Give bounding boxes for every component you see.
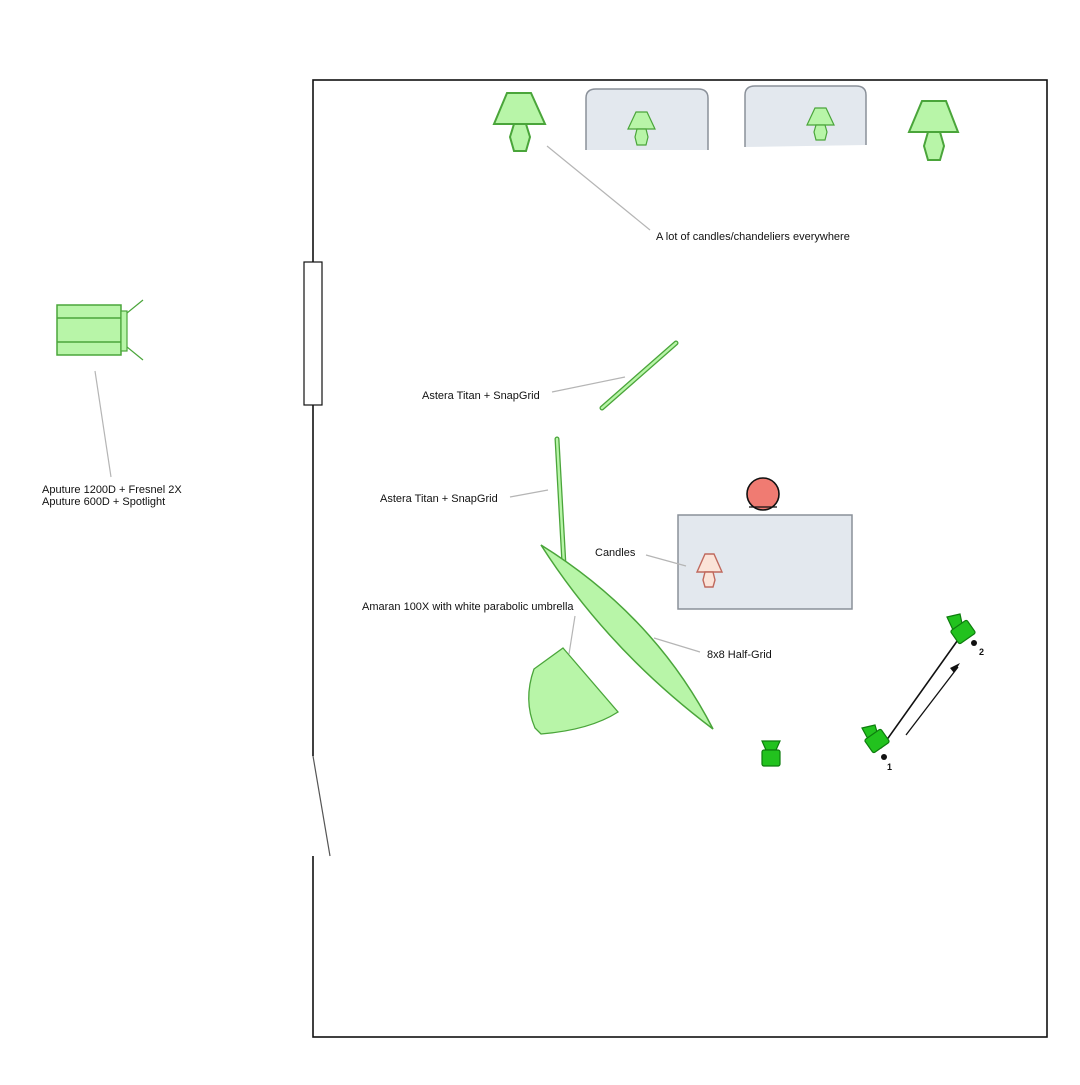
aputure-light-icon [56,299,144,361]
position-2-marker [971,640,977,646]
room-walls [312,79,1048,1038]
candles-label: Candles [595,547,636,559]
sofa-right [744,85,867,147]
position-1-marker [881,754,887,760]
dolly-track [880,636,961,749]
camera-position-1-icon [861,724,890,754]
half-grid-leader [653,637,701,653]
amaran-leader [568,615,576,655]
position-1-label: 1 [887,762,892,772]
talent-marker [746,477,780,511]
dolly-arrow-head [950,663,960,673]
aputure-label-line1: Aputure 1200D + Fresnel 2X [42,484,182,496]
candles-note-label: A lot of candles/chandeliers everywhere [656,231,850,243]
astera-tube-2 [555,437,566,567]
astera-2-leader [509,489,549,498]
candles-leader [645,554,687,567]
camera-position-2-icon [946,613,976,645]
amaran-label: Amaran 100X with white parabolic umbrell… [362,601,574,613]
astera-tube-1 [600,341,678,410]
amaran-umbrella [528,647,619,735]
aputure-label-line2: Aputure 600D + Spotlight [42,496,165,508]
candles-note-leader [546,145,651,231]
lamp-top-left [492,92,547,152]
half-grid-frame [540,544,714,730]
astera-1-leader [551,376,626,393]
lamp-top-right [907,100,960,161]
half-grid-label: 8x8 Half-Grid [707,649,772,661]
dolly-move-arrow [905,666,959,736]
door [309,755,331,857]
sofa-left [585,88,709,150]
aputure-leader [94,370,112,478]
camera-static-icon [761,740,781,767]
window [303,261,323,406]
candle-icon [695,553,724,588]
astera-1-label: Astera Titan + SnapGrid [422,390,540,402]
astera-2-label: Astera Titan + SnapGrid [380,493,498,505]
position-2-label: 2 [979,647,984,657]
